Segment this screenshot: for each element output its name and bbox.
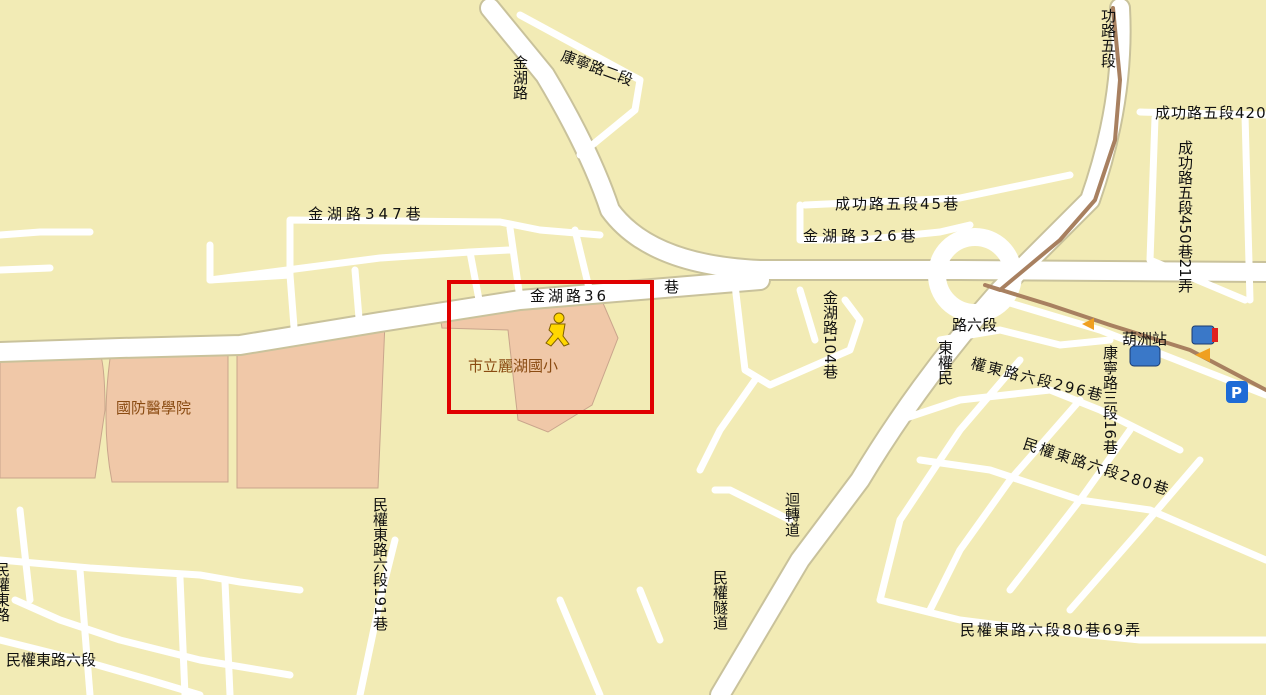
road-label-jinhu-36x: 金湖路36	[530, 287, 609, 305]
campus-areas	[0, 295, 619, 489]
academy-label[interactable]: 國防醫學院	[116, 399, 191, 417]
road-label-jinhu-top: 金湖路	[511, 55, 529, 100]
road-label-jinhu-104: 金湖路104巷	[821, 290, 839, 379]
road-label-jinhu-347: 金湖路347巷	[308, 205, 425, 223]
road-label-chenggong-5-45: 成功路五段45巷	[835, 195, 960, 213]
road-label-left-edge: 民權東路	[0, 562, 11, 622]
highlight-box	[447, 280, 654, 414]
road-label-chenggong-450: 成功路五段450巷21弄	[1176, 140, 1194, 293]
roundabout	[928, 228, 1022, 322]
academy-campus-left	[0, 344, 106, 479]
minor-roads	[0, 11, 1266, 695]
academy-campus-mid	[105, 344, 229, 483]
metro-station-icon-1	[1191, 325, 1218, 345]
walking-person-icon[interactable]	[545, 312, 570, 347]
metro-station-icons[interactable]	[1082, 318, 1218, 367]
road-label-kangning-3-16: 康寧路三段16巷	[1101, 345, 1119, 454]
road-label-minquan-tunnel: 民權隧道	[711, 570, 729, 630]
road-label-minquan-191: 民權東路六段191巷	[371, 497, 389, 631]
road-jinhu-36x	[0, 271, 769, 361]
metro-line	[983, 6, 1266, 392]
road-label-minquan-bottom: 民權東路六段	[6, 651, 96, 669]
school-campus	[439, 295, 619, 433]
road-label-jinhu-326: 金湖路326巷	[803, 227, 920, 245]
road-label-chenggong-5: 成功路五段420巷	[1155, 104, 1266, 122]
station-label[interactable]: 葫洲站	[1122, 330, 1167, 348]
parking-icon[interactable]: P	[1226, 381, 1248, 403]
road-label-huizhuan: 迴轉道	[783, 492, 801, 537]
metro-station-icon-2	[1129, 345, 1161, 367]
road-label-minquan-80-69: 民權東路六段80巷69弄	[960, 621, 1142, 639]
road-label-road-liu: 路六段	[952, 316, 997, 334]
svg-text:P: P	[1231, 384, 1242, 402]
road-label-minquan-6-a: 東權民	[936, 340, 954, 386]
road-label-chenggong-top: 功路五段	[1099, 8, 1117, 68]
school-label[interactable]: 市立麗湖國小	[468, 357, 558, 375]
road-jinhu-curve	[481, 0, 1266, 281]
road-label-jinhu-36x-lane: 巷	[664, 278, 679, 296]
station-arrow-left	[1082, 318, 1094, 330]
station-arrow-right	[1195, 348, 1210, 362]
